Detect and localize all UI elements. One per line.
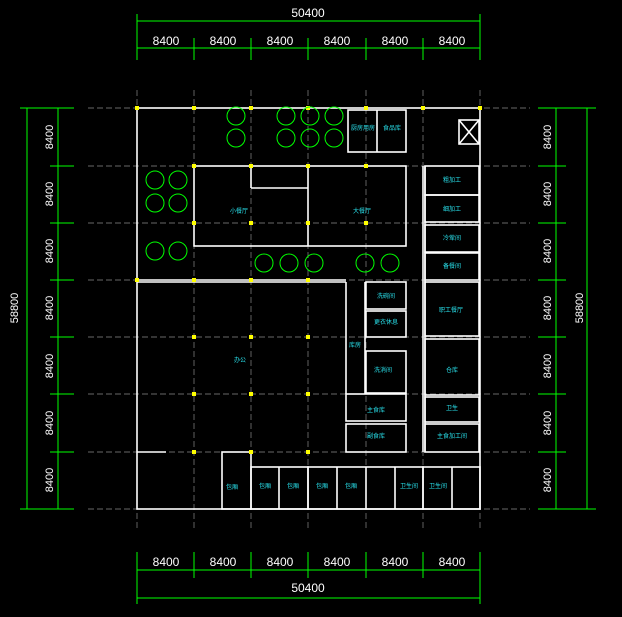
- room-label: 细加工: [443, 205, 461, 213]
- top-dimension: [136, 14, 481, 60]
- room-labels: 厨房用房 食品库 小餐厅 大餐厅 粗加工 细加工 冷荤间 备餐间 洗碗间 更衣休…: [226, 124, 467, 491]
- right-span-label: 8400: [542, 296, 554, 320]
- right-span-labels: 8400 8400 8400 8400 8400 8400 8400: [542, 125, 554, 492]
- room-label: 洗碗间: [377, 292, 395, 300]
- top-total-label: 50400: [291, 6, 325, 20]
- right-dimension: [538, 107, 596, 510]
- top-span-label: 8400: [324, 34, 351, 48]
- walls: [136, 107, 481, 510]
- right-span-label: 8400: [542, 354, 554, 378]
- room-label: 更衣休息: [374, 318, 398, 326]
- room-label: 大餐厅: [353, 207, 371, 215]
- structural-columns: [135, 106, 482, 454]
- room-label: 办公: [234, 356, 246, 364]
- room-label: 卫生间: [400, 482, 418, 490]
- bottom-span-label: 8400: [210, 555, 237, 569]
- room-label: 包厢: [316, 482, 328, 490]
- left-span-label: 8400: [44, 354, 56, 378]
- left-span-label: 8400: [44, 411, 56, 435]
- room-label: 洗消间: [374, 366, 392, 374]
- left-span-label: 8400: [44, 125, 56, 149]
- bottom-span-labels: 8400 8400 8400 8400 8400 8400: [153, 555, 466, 569]
- right-span-label: 8400: [542, 182, 554, 206]
- top-span-label: 8400: [153, 34, 180, 48]
- room-label: 粗加工: [443, 176, 461, 184]
- room-label: 卫生: [446, 404, 458, 412]
- room-label: 小餐厅: [230, 207, 248, 215]
- axis-grid: [88, 90, 530, 528]
- room-label: 主食库: [367, 406, 385, 414]
- bottom-span-label: 8400: [439, 555, 466, 569]
- left-span-label: 8400: [44, 239, 56, 263]
- right-span-label: 8400: [542, 125, 554, 149]
- left-dimension: [20, 107, 74, 510]
- room-label: 包厢: [287, 482, 299, 490]
- top-span-label: 8400: [210, 34, 237, 48]
- top-span-labels: 8400 8400 8400 8400 8400 8400: [153, 34, 466, 48]
- right-span-label: 8400: [542, 468, 554, 492]
- room-label: 包厢: [226, 483, 238, 491]
- room-label: 冷荤间: [443, 234, 461, 242]
- room-label: 卫生间: [429, 482, 447, 490]
- left-span-labels: 8400 8400 8400 8400 8400 8400 8400: [44, 125, 56, 492]
- bottom-span-label: 8400: [382, 555, 409, 569]
- room-label: 副食库: [367, 432, 385, 440]
- room-label: 库房: [349, 341, 361, 349]
- right-total-label: 58800: [574, 293, 586, 324]
- right-span-label: 8400: [542, 239, 554, 263]
- room-label: 厨房用房: [351, 124, 375, 132]
- room-label: 备餐间: [443, 262, 461, 270]
- bottom-dimension: [136, 552, 481, 604]
- room-label: 仓库: [446, 366, 458, 374]
- left-span-label: 8400: [44, 296, 56, 320]
- right-span-label: 8400: [542, 411, 554, 435]
- room-label: 主食加工间: [437, 432, 467, 440]
- landscape-trees: [145, 106, 400, 273]
- left-span-label: 8400: [44, 182, 56, 206]
- top-span-label: 8400: [439, 34, 466, 48]
- bottom-span-label: 8400: [324, 555, 351, 569]
- room-label: 职工餐厅: [439, 306, 463, 314]
- room-label: 食品库: [383, 124, 401, 132]
- bottom-total-label: 50400: [291, 581, 325, 595]
- left-total-label: 58800: [9, 293, 21, 324]
- bottom-span-label: 8400: [153, 555, 180, 569]
- left-span-label: 8400: [44, 468, 56, 492]
- top-span-label: 8400: [382, 34, 409, 48]
- room-label: 包厢: [259, 482, 271, 490]
- room-label: 包厢: [345, 482, 357, 490]
- bottom-span-label: 8400: [267, 555, 294, 569]
- top-span-label: 8400: [267, 34, 294, 48]
